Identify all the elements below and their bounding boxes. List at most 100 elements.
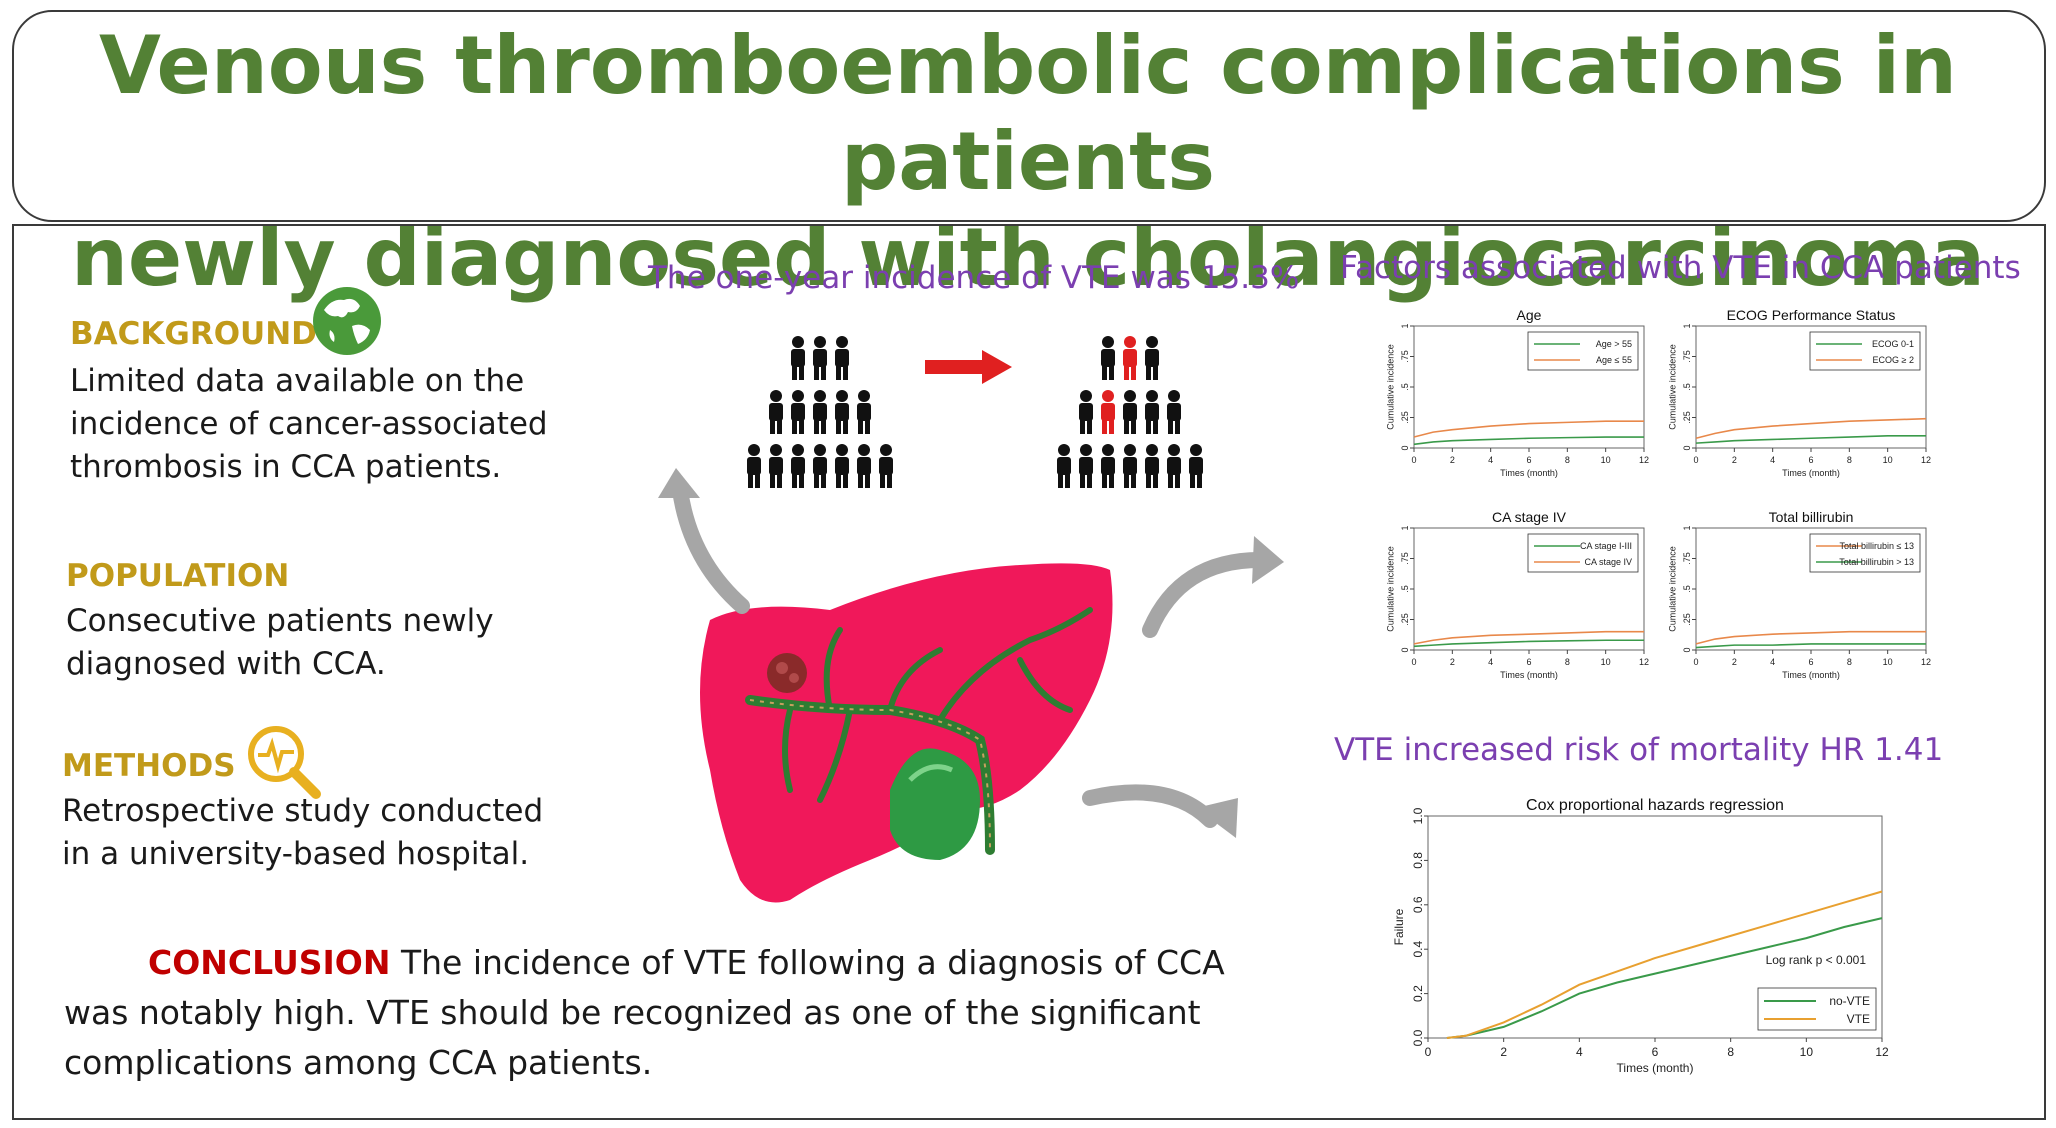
person-icon: [879, 444, 893, 488]
y-tick-label: .75: [1400, 350, 1410, 363]
legend-label: ECOG 0-1: [1872, 339, 1914, 349]
person-icon: [813, 444, 827, 488]
series-line: [1446, 890, 1883, 1039]
background-line: incidence of cancer-associated: [70, 406, 548, 442]
y-tick-label: 0.6: [1411, 896, 1425, 913]
person-icon: [747, 444, 761, 488]
x-axis-label: Times (month): [1782, 670, 1840, 680]
x-tick-label: 6: [1526, 657, 1531, 667]
x-tick-label: 12: [1875, 1045, 1889, 1059]
x-tick-label: 0: [1425, 1045, 1432, 1059]
x-tick-label: 4: [1770, 455, 1775, 465]
person-icon: [1167, 390, 1181, 434]
y-axis-label: Cumulative incidence: [1667, 546, 1677, 632]
y-tick-label: 1: [1400, 323, 1410, 328]
person-icon: [769, 444, 783, 488]
y-tick-label: 0: [1682, 445, 1692, 450]
red-arrow-head: [982, 350, 1012, 384]
x-tick-label: 0: [1693, 657, 1698, 667]
chart-title: ECOG Performance Status: [1727, 307, 1896, 323]
x-tick-label: 8: [1727, 1045, 1734, 1059]
person-icon: [857, 444, 871, 488]
y-axis-label: Cumulative incidence: [1385, 546, 1395, 632]
y-tick-label: 0.2: [1411, 985, 1425, 1002]
person-icon: [1145, 336, 1159, 380]
x-tick-label: 6: [1808, 657, 1813, 667]
x-tick-label: 8: [1565, 455, 1570, 465]
person-icon: [835, 444, 849, 488]
chart-title: Age: [1517, 307, 1542, 323]
tumor-mass: [767, 653, 807, 693]
legend-box: [1527, 533, 1639, 573]
person-icon: [857, 390, 871, 434]
person-icon: [1145, 390, 1159, 434]
person-icon: [835, 336, 849, 380]
x-tick-label: 4: [1488, 657, 1493, 667]
legend-label: VTE: [1847, 1012, 1870, 1026]
x-tick-label: 0: [1411, 455, 1416, 465]
legend-label: Age ≤ 55: [1596, 355, 1632, 365]
x-tick-label: 10: [1601, 455, 1611, 465]
red-arrow-shaft: [925, 360, 985, 374]
legend-box: [1527, 331, 1639, 371]
x-tick-label: 2: [1500, 1045, 1507, 1059]
population-line: Consecutive patients newly: [66, 603, 494, 639]
x-tick-label: 6: [1808, 455, 1813, 465]
legend-box: [1757, 987, 1877, 1031]
legend-label: ECOG ≥ 2: [1873, 355, 1914, 365]
x-tick-label: 10: [1800, 1045, 1814, 1059]
y-tick-label: 1: [1682, 323, 1692, 328]
x-tick-label: 4: [1576, 1045, 1583, 1059]
y-tick-label: 0: [1400, 445, 1410, 450]
factors-heading: Factors associated with VTE in CCA patie…: [1340, 250, 2021, 286]
background-heading: BACKGROUND: [70, 316, 317, 352]
x-tick-label: 4: [1488, 455, 1493, 465]
person-vte-icon: [1123, 336, 1137, 380]
y-axis-label: Cumulative incidence: [1385, 344, 1395, 430]
methods-line: in a university-based hospital.: [62, 836, 530, 872]
person-icon: [1101, 336, 1115, 380]
y-tick-label: .5: [1682, 585, 1692, 593]
x-tick-label: 10: [1601, 657, 1611, 667]
population-line: diagnosed with CCA.: [66, 646, 386, 682]
x-tick-label: 2: [1450, 657, 1455, 667]
person-icon: [1167, 444, 1181, 488]
person-icon: [1057, 444, 1071, 488]
population-text: Consecutive patients newly diagnosed wit…: [66, 600, 494, 686]
conclusion-line: complications among CCA patients.: [64, 1043, 653, 1082]
series-line: [1413, 639, 1644, 648]
person-icon: [1079, 444, 1093, 488]
person-icon: [813, 336, 827, 380]
y-tick-label: 0.8: [1411, 852, 1425, 869]
person-icon: [1189, 444, 1203, 488]
person-vte-icon: [1101, 390, 1115, 434]
conclusion-label: CONCLUSION: [148, 943, 391, 982]
series-line: [1695, 643, 1926, 649]
series-line: [1413, 420, 1644, 438]
y-tick-label: .5: [1682, 383, 1692, 391]
person-icon: [1123, 390, 1137, 434]
y-tick-label: .75: [1682, 350, 1692, 363]
methods-line: Retrospective study conducted: [62, 793, 544, 829]
series-line: [1413, 630, 1644, 645]
person-icon: [791, 390, 805, 434]
x-tick-label: 12: [1639, 455, 1649, 465]
liver-illustration: [700, 563, 1113, 903]
y-tick-label: .25: [1682, 613, 1692, 626]
y-tick-label: 1: [1682, 525, 1692, 530]
person-icon: [835, 390, 849, 434]
chart-title: CA stage IV: [1492, 509, 1567, 525]
x-tick-label: 6: [1652, 1045, 1659, 1059]
y-axis-label: Failure: [1392, 908, 1406, 945]
methods-heading: METHODS: [62, 748, 236, 784]
series-line: [1695, 417, 1927, 440]
person-icon: [1145, 444, 1159, 488]
legend-label: Age > 55: [1596, 339, 1632, 349]
incidence-heading: The one-year incidence of VTE was 15.3%: [648, 260, 1300, 296]
title-line-1: Venous thromboembolic complications in p…: [99, 19, 1957, 208]
x-axis-label: Times (month): [1500, 468, 1558, 478]
